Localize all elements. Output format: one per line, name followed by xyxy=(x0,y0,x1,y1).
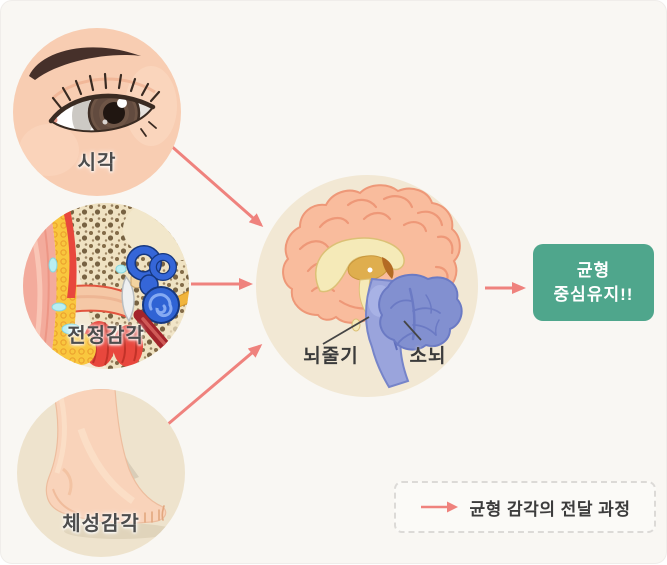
foot-shape xyxy=(45,389,167,524)
eyebrow xyxy=(29,47,141,80)
eardrum xyxy=(121,275,135,323)
canal-wall xyxy=(61,203,77,298)
vision-circle: 시각 xyxy=(13,28,181,196)
toe-lines xyxy=(144,505,165,523)
vision-label: 시각 xyxy=(77,152,117,174)
result-line-2: 중심유지!! xyxy=(553,284,634,304)
eustachian-tube xyxy=(133,309,179,361)
outer-ear-skin xyxy=(23,203,57,369)
cochlea xyxy=(142,286,180,324)
eye-crease xyxy=(51,77,156,100)
brain-illustration xyxy=(282,184,463,389)
pupil xyxy=(103,102,125,124)
balance-result-box: 균형 중심유지!! xyxy=(533,244,654,321)
somatosensory-circle: 체성감각 xyxy=(17,389,185,557)
ear-anatomy-illustration xyxy=(23,203,189,369)
legend-box: 균형 감각의 전달 과정 xyxy=(394,481,656,533)
brain-circle: 뇌줄기 소뇌 xyxy=(256,175,478,397)
cerebellum-label: 소뇌 xyxy=(409,346,447,367)
cerebellum xyxy=(378,273,463,351)
legend-label: 균형 감각의 전달 과정 xyxy=(469,499,631,519)
result-line-1: 균형 xyxy=(576,260,611,280)
somatosensory-label: 체성감각 xyxy=(62,513,140,535)
ankle-bone xyxy=(62,467,73,496)
foot-illustration xyxy=(45,389,174,539)
label-pointer-lines xyxy=(322,316,422,345)
vestibular-label: 전정감각 xyxy=(67,325,145,347)
brainstem-label: 뇌줄기 xyxy=(303,346,359,367)
eyelashes xyxy=(51,72,161,137)
midbrain xyxy=(382,257,394,279)
vestibular-circle: 전정감각 xyxy=(23,203,189,369)
legend-arrow-icon xyxy=(420,501,458,513)
eye-illustration xyxy=(19,47,177,176)
cartilage-bits xyxy=(48,257,127,335)
